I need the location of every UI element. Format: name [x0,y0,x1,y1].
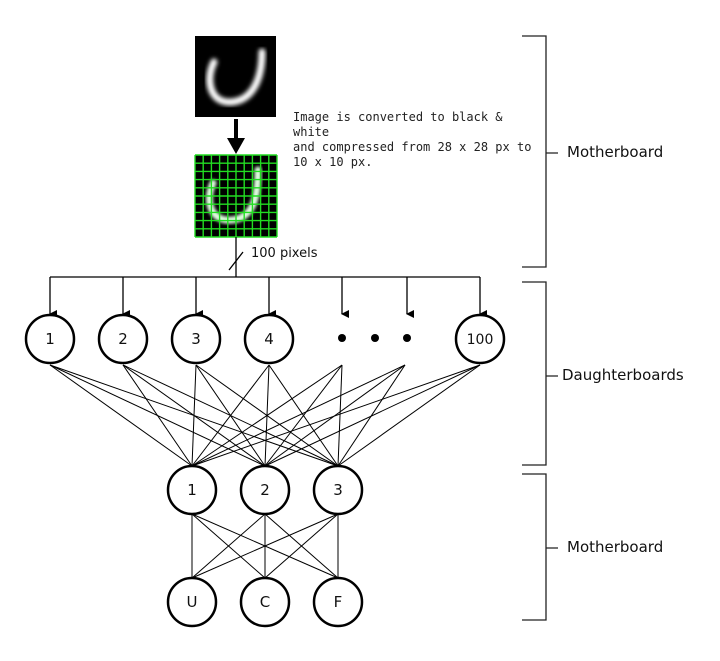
output-node-U: U [166,576,218,628]
description-line: 10 x 10 px. [293,155,373,169]
node-label: 2 [118,330,128,348]
node-circle [454,313,506,365]
node-label: C [260,593,270,611]
input-node-1: 1 [24,313,76,365]
node-circle [239,464,291,516]
bracket-label-daughterboards: Daughterboards [562,366,684,384]
edge [191,364,406,467]
edge [337,364,343,467]
node-label: 100 [467,332,494,348]
input-node-100: 100 [454,313,506,365]
edge [264,513,339,579]
edge [191,513,339,579]
node-circle [166,464,218,516]
edge [264,364,481,467]
bus-label: 100 pixels [251,246,318,261]
bracket-1 [522,281,558,466]
node-circle [97,313,149,365]
node-circle [312,576,364,628]
bracket-0 [522,35,558,268]
edge [191,364,197,467]
compressed-grid-image [194,154,278,238]
node-circle [170,313,222,365]
node-label: 4 [264,330,274,348]
input-node-3: 3 [170,313,222,365]
node-circle [312,464,364,516]
node-circle [239,576,291,628]
convert-arrow [227,119,245,154]
pixel-bus [49,237,487,318]
node-label: 2 [260,481,270,499]
description-line: and compressed from 28 x 28 px to [293,140,532,154]
node-circle [243,313,295,365]
node-label: F [334,593,343,611]
input-node-2: 2 [97,313,149,365]
edge [264,364,343,467]
hidden-node-3: 3 [312,464,364,516]
edge [337,364,481,467]
hidden-node-2: 2 [239,464,291,516]
node-label: 3 [333,481,343,499]
bracket-2 [522,473,558,621]
node-circle [24,313,76,365]
edge [122,364,193,467]
edge [191,364,481,467]
bracket-label-motherboard-bottom: Motherboard [567,538,664,556]
edge [191,513,266,579]
conversion-description: Image is converted to black & white and … [293,110,543,170]
connections [49,364,481,579]
hidden-node-1: 1 [166,464,218,516]
node-label: U [187,593,198,611]
edge [191,364,343,467]
description-line: Image is converted to black & white [293,110,503,139]
edge [49,364,193,467]
ellipsis-dots [338,334,411,342]
bracket-label-motherboard-top: Motherboard [567,143,664,161]
output-node-F: F [312,576,364,628]
node-label: 1 [187,481,197,499]
node-label: 3 [191,330,201,348]
output-node-C: C [239,576,291,628]
node-label: 1 [45,330,55,348]
node-circle [166,576,218,628]
input-image [195,36,276,117]
edge [191,364,270,467]
input-node-4: 4 [243,313,295,365]
